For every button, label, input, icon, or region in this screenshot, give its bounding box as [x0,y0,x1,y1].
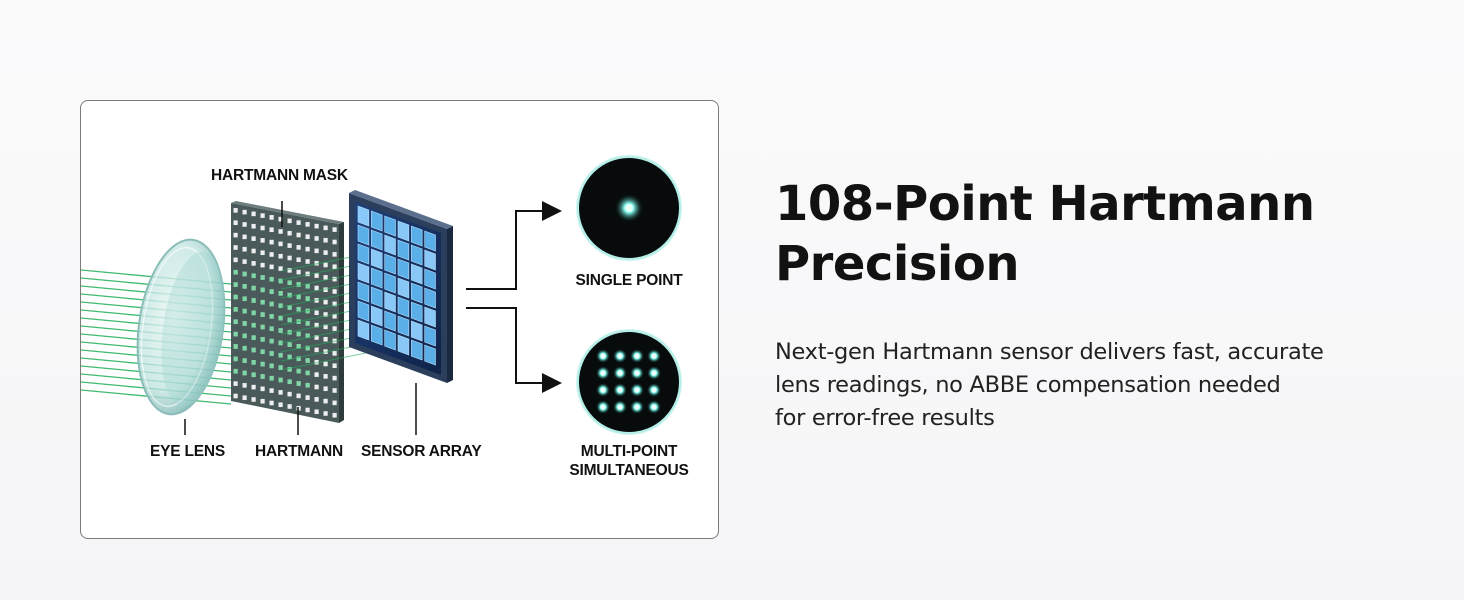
headline-line-1: 108-Point Hartmann [775,176,1315,232]
single-spot-icon [576,155,682,261]
description-line-2: lens readings, no ABBE compensation need… [775,372,1281,398]
page-title: 108-Point Hartmann Precision [775,174,1415,294]
headline-line-2: Precision [775,236,1019,292]
description-line-1: Next-gen Hartmann sensor delivers fast, … [775,339,1324,365]
arrow-right-icon [466,201,562,393]
hartmann-diagram: HARTMANN MASK EYE LENS HARTMANN SENSOR A… [81,155,689,479]
description: Next-gen Hartmann sensor delivers fast, … [775,336,1395,435]
label-single-point: SINGLE POINT [576,272,684,289]
label-simultaneous: SIMULTANEOUS [569,462,688,479]
label-hartmann-mask: HARTMANN MASK [211,167,349,184]
diagram-card: HARTMANN MASK EYE LENS HARTMANN SENSOR A… [80,100,719,539]
label-pointers [184,201,417,435]
description-line-3: for error-free results [775,405,995,431]
label-eye-lens: EYE LENS [150,443,225,460]
eye-lens-icon [136,238,226,416]
label-multi-point: MULTI-POINT [581,443,678,460]
sensor-array-icon [349,190,453,383]
hartmann-mask-icon [231,201,344,423]
multi-spot-icon [576,329,682,435]
label-sensor-array: SENSOR ARRAY [361,443,482,460]
label-hartmann: HARTMANN [255,443,343,460]
